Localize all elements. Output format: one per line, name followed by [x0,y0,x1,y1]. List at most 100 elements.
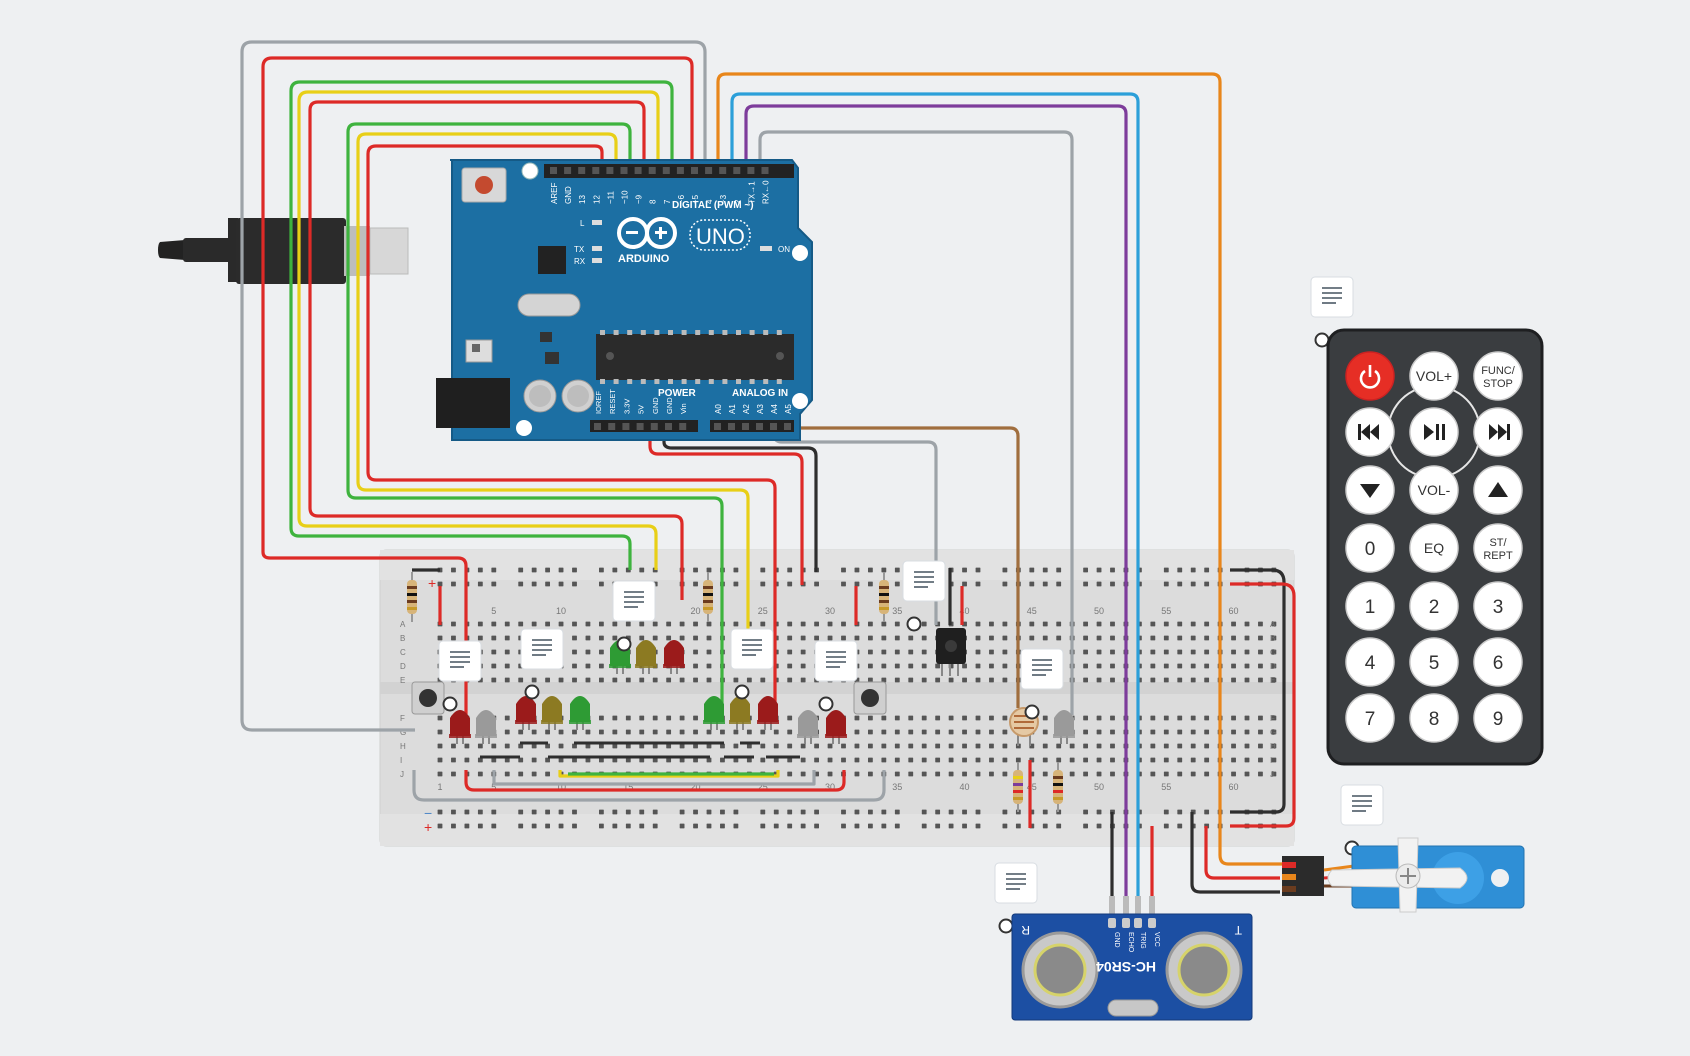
sonar-pin[interactable] [1135,896,1141,918]
led[interactable] [703,696,725,730]
header-pin[interactable] [756,423,763,430]
header-pin[interactable] [784,423,791,430]
note-bubble[interactable] [520,628,564,700]
remote-button[interactable] [1345,465,1395,515]
remote-button[interactable] [1345,351,1395,401]
note-anchor[interactable] [616,636,632,652]
wire-green[interactable] [346,122,724,715]
header-pin[interactable] [606,167,614,174]
note-anchor[interactable] [1024,704,1040,720]
remote-button[interactable]: 9 [1473,693,1523,743]
sonar-pin[interactable] [1109,896,1115,918]
header-pin[interactable] [608,423,616,430]
led[interactable] [729,696,751,730]
wire-black[interactable] [662,420,818,572]
header-pin[interactable] [592,167,600,174]
note-bubble[interactable] [730,628,774,700]
resistor[interactable] [879,572,889,622]
wire-red[interactable] [261,56,694,715]
wire-blue[interactable] [730,92,1140,920]
remote-button[interactable]: 8 [1409,693,1459,743]
resistor[interactable] [1053,762,1063,812]
remote-button[interactable]: FUNC/STOP [1473,351,1523,401]
header-pin[interactable] [719,167,727,174]
header-pin[interactable] [728,423,735,430]
remote-button[interactable]: VOL- [1409,465,1459,515]
header-pin[interactable] [550,167,557,174]
header-pin[interactable] [714,423,721,430]
wire-yellow[interactable] [297,90,660,570]
wire-orange[interactable] [716,72,1298,866]
remote-button[interactable]: 5 [1409,637,1459,687]
remote-button[interactable]: 1 [1345,581,1395,631]
header-pin[interactable] [770,423,777,430]
pushbutton[interactable] [853,681,887,715]
remote-button[interactable]: 7 [1345,693,1395,743]
header-pin[interactable] [705,167,713,174]
header-pin[interactable] [620,167,628,174]
remote-button[interactable]: 4 [1345,637,1395,687]
resistor[interactable] [1013,762,1023,812]
header-pin[interactable] [761,167,769,174]
wire-red[interactable] [366,144,777,715]
header-pin[interactable] [636,423,644,430]
wire-gray[interactable] [412,770,886,802]
header-pin[interactable] [662,167,670,174]
led[interactable] [663,640,685,674]
header-pin[interactable] [733,167,741,174]
led[interactable] [1053,710,1075,744]
header-pin[interactable] [622,423,630,430]
remote-button[interactable] [1409,407,1459,457]
wire-yellow[interactable] [558,770,780,778]
note-anchor[interactable] [1314,332,1330,348]
header-pin[interactable] [747,167,755,174]
led[interactable] [757,696,779,730]
wire-black[interactable] [1230,568,1286,814]
led[interactable] [797,710,819,744]
led[interactable] [449,710,471,744]
resistor[interactable] [407,572,417,622]
remote-button[interactable]: 2 [1409,581,1459,631]
sonar-pin[interactable] [1149,896,1155,918]
wire-gray[interactable] [758,130,1074,715]
header-pin[interactable] [578,167,586,174]
sonar-pin[interactable] [1123,896,1129,918]
remote-button[interactable]: VOL+ [1409,351,1459,401]
note-bubble[interactable] [994,862,1038,934]
header-pin[interactable] [665,423,672,430]
note-bubble[interactable] [814,640,858,712]
led[interactable] [569,696,591,730]
led[interactable] [825,710,847,744]
header-pin[interactable] [679,423,687,430]
wire-yellow[interactable] [356,132,750,635]
note-bubble[interactable] [902,560,946,632]
header-pin[interactable] [634,167,642,174]
note-anchor[interactable] [734,684,750,700]
wire-red[interactable] [1204,826,1280,880]
header-pin[interactable] [648,167,656,174]
usb-cable[interactable] [158,218,409,284]
note-bubble[interactable] [612,580,656,652]
wire-purple[interactable] [744,104,1128,920]
led[interactable] [635,640,657,674]
breadboard[interactable]: 5101520253035404550556015101520253035404… [379,549,1295,847]
header-pin[interactable] [691,167,698,174]
pushbutton[interactable] [411,681,445,715]
led[interactable] [475,710,497,744]
wire-red[interactable] [1230,582,1296,828]
header-pin[interactable] [676,167,684,174]
note-anchor[interactable] [998,918,1014,934]
wire-brown[interactable] [786,420,1020,708]
wires[interactable] [240,40,1298,920]
remote-button[interactable]: 3 [1473,581,1523,631]
remote-button[interactable]: ST/REPT [1473,523,1523,573]
note-bubble[interactable] [438,640,482,712]
wire-red[interactable] [308,100,684,600]
note-anchor[interactable] [818,696,834,712]
note-anchor[interactable] [524,684,540,700]
led[interactable] [541,696,563,730]
